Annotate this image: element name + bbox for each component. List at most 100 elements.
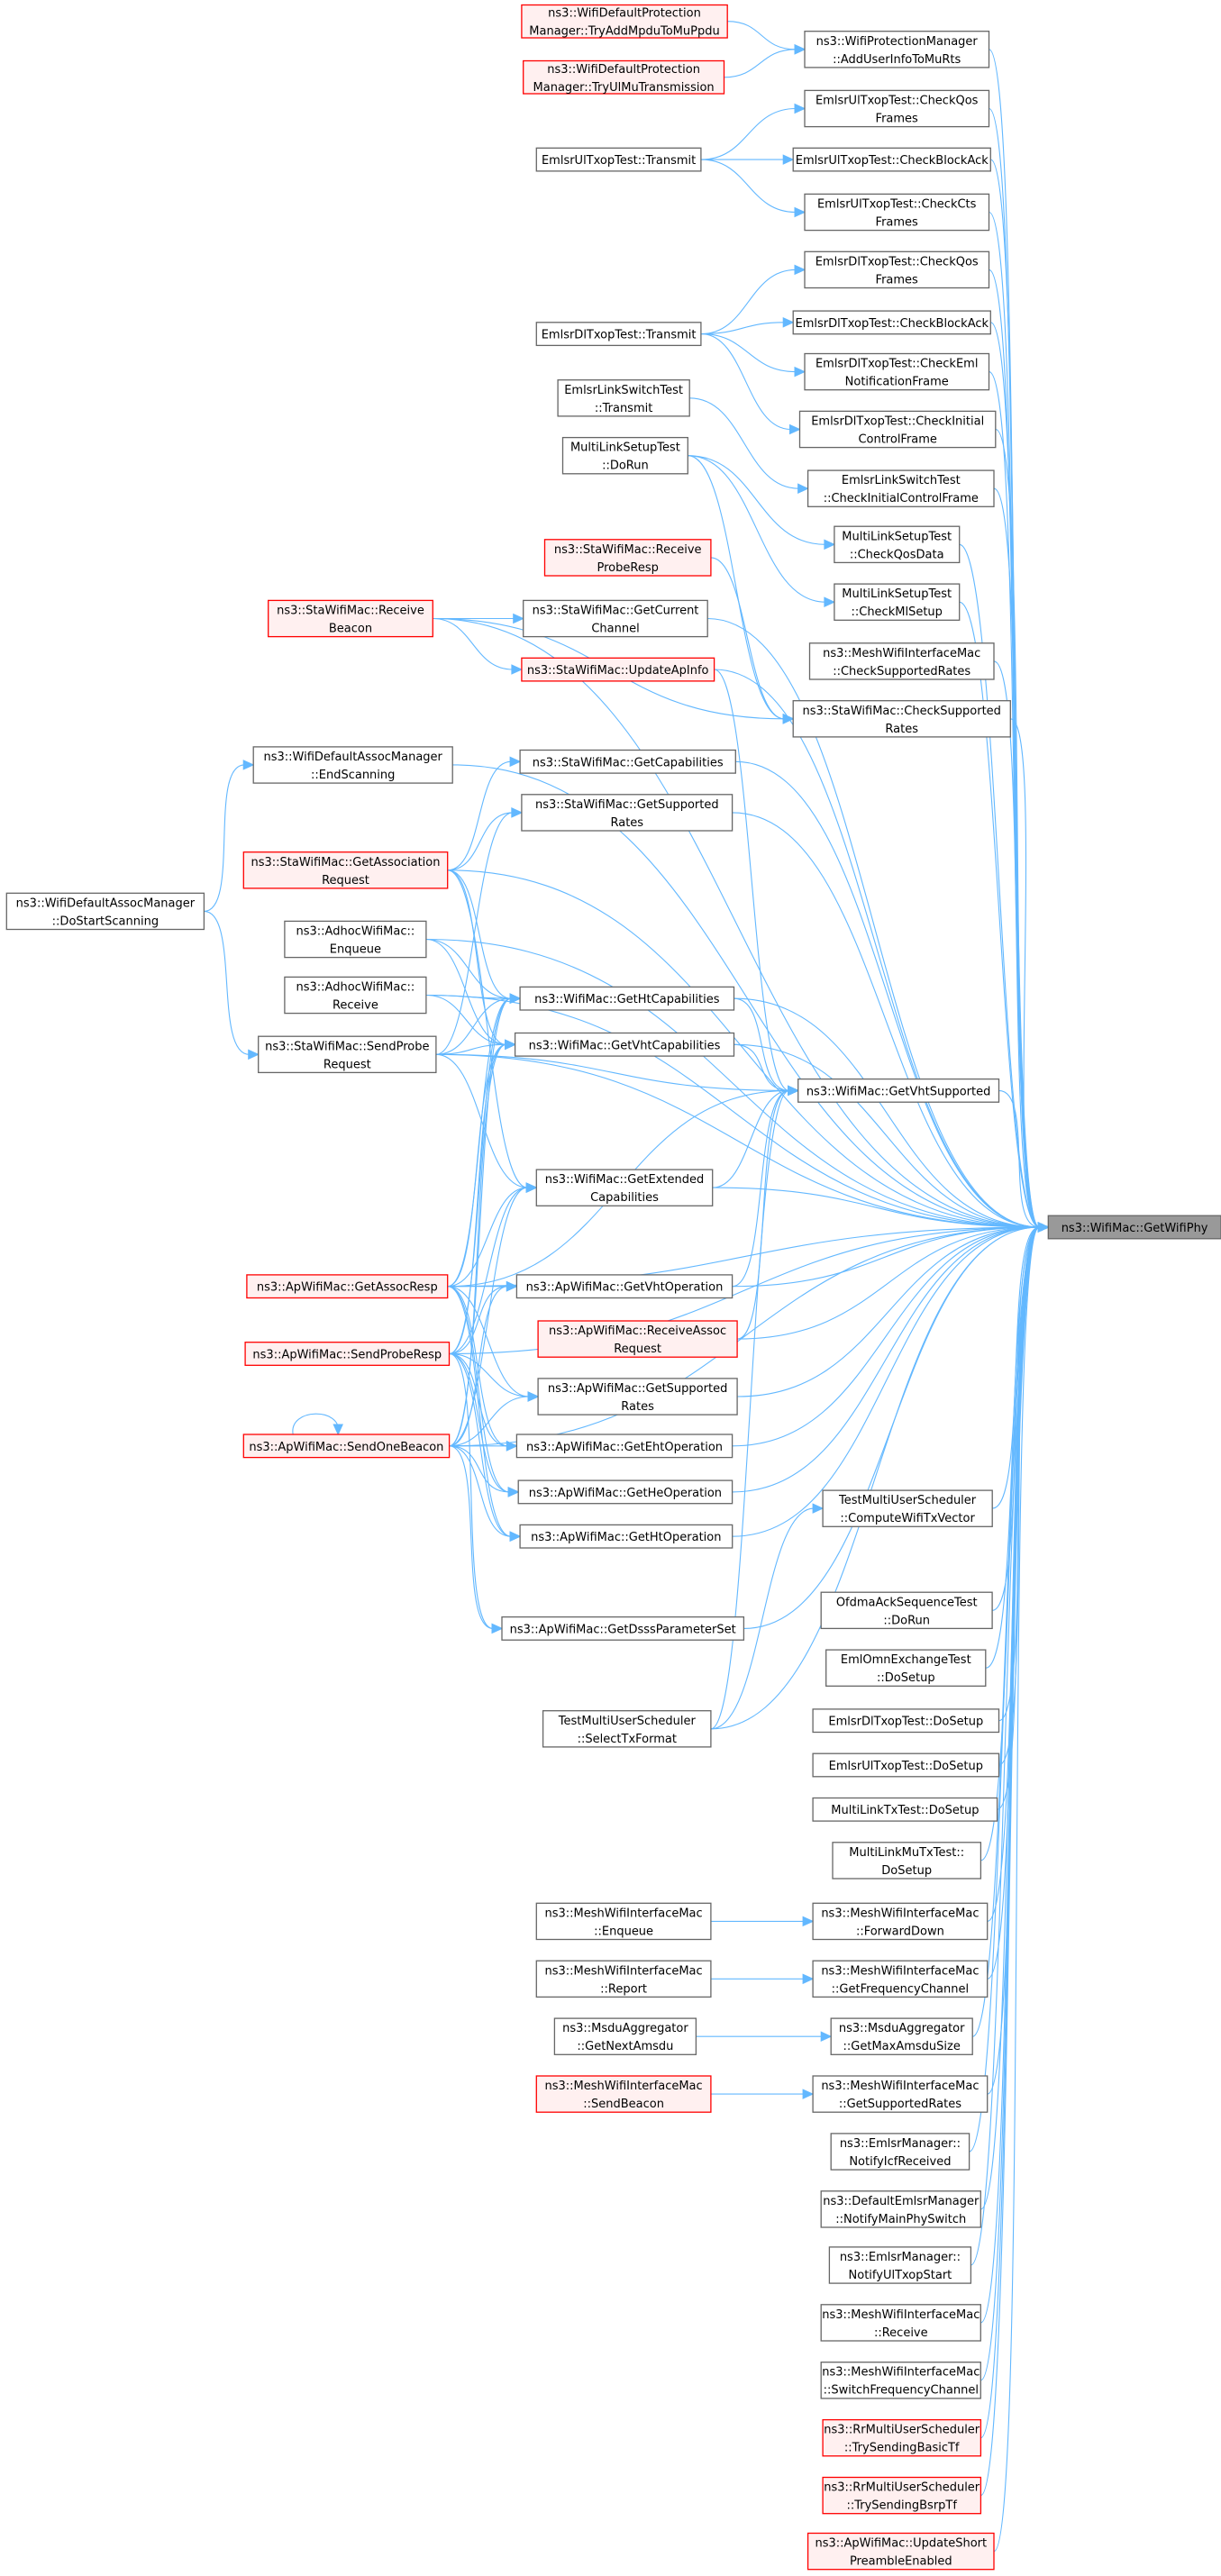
node-try-ul-mu[interactable]: ns3::WifiDefaultProtectionManager::TryUl… bbox=[523, 59, 725, 95]
node-mlmutx-setup[interactable]: MultiLinkMuTxTest::DoSetup bbox=[832, 1842, 982, 1880]
node-add-user-info[interactable]: ns3::WifiProtectionManager::AddUserInfoT… bbox=[804, 31, 990, 68]
node-ap-get-ht-op[interactable]: ns3::ApWifiMac::GetHtOperation bbox=[519, 1524, 734, 1549]
node-label: ::DoRun bbox=[883, 1614, 930, 1627]
node-ap-get-assoc-resp[interactable]: ns3::ApWifiMac::GetAssocResp bbox=[246, 1274, 449, 1299]
edge-line bbox=[1010, 718, 1040, 1228]
node-dl-check-ba[interactable]: EmlsrDlTxopTest::CheckBlockAck bbox=[792, 310, 991, 335]
node-ap-get-eht-op[interactable]: ns3::ApWifiMac::GetEhtOperation bbox=[515, 1434, 734, 1459]
node-rr-basic-tf[interactable]: ns3::RrMultiUserScheduler::TrySendingBas… bbox=[822, 2418, 982, 2457]
edge-dl-transmit-to-dl-check-eml bbox=[700, 333, 806, 378]
node-tmus-select[interactable]: TestMultiUserScheduler::SelectTxFormat bbox=[542, 1710, 712, 1748]
node-label: Manager::TryAddMpduToMuPpdu bbox=[529, 25, 719, 39]
arrowhead-icon bbox=[509, 1531, 522, 1542]
arrowhead-icon bbox=[333, 1424, 343, 1436]
node-dl-check-icf[interactable]: EmlsrDlTxopTest::CheckInitialControlFram… bbox=[798, 410, 997, 449]
node-box bbox=[830, 2017, 973, 2055]
node-adhoc-receive[interactable]: ns3::AdhocWifiMac::Receive bbox=[284, 976, 427, 1015]
arrowhead-icon bbox=[511, 664, 524, 675]
node-end-scanning[interactable]: ns3::WifiDefaultAssocManager::EndScannin… bbox=[252, 746, 453, 784]
edge-sta-recv-probe-to-sta-check-rates bbox=[710, 557, 795, 724]
node-box bbox=[521, 794, 734, 832]
node-mesh-get-freq[interactable]: ns3::MeshWifiInterfaceMac::GetFrequencyC… bbox=[812, 1960, 989, 1998]
node-ul-check-ba[interactable]: EmlsrUlTxopTest::CheckBlockAck bbox=[792, 147, 991, 172]
node-adhoc-enqueue[interactable]: ns3::AdhocWifiMac::Enqueue bbox=[284, 920, 427, 959]
node-label: PreambleEnabled bbox=[850, 2555, 952, 2569]
node-emlsr-ul-txop[interactable]: ns3::EmlsrManager::NotifyUlTxopStart bbox=[828, 2246, 972, 2284]
node-try-add-mpdu[interactable]: ns3::WifiDefaultProtectionManager::TryAd… bbox=[521, 4, 728, 39]
node-label: ::SelectTxFormat bbox=[578, 1733, 677, 1746]
node-ap-send-beacon[interactable]: ns3::ApWifiMac::SendOneBeacon bbox=[242, 1434, 451, 1459]
node-get-ht-caps[interactable]: ns3::WifiMac::GetHtCapabilities bbox=[519, 986, 735, 1011]
node-label: TestMultiUserScheduler bbox=[558, 1715, 697, 1728]
node-sta-check-rates[interactable]: ns3::StaWifiMac::CheckSupportedRates bbox=[792, 700, 1011, 738]
node-sta-get-rates[interactable]: ns3::StaWifiMac::GetSupportedRates bbox=[521, 794, 734, 832]
node-msdu-max[interactable]: ns3::MsduAggregator::GetMaxAmsduSize bbox=[830, 2017, 973, 2055]
node-ap-get-dsss[interactable]: ns3::ApWifiMac::GetDsssParameterSet bbox=[501, 1616, 745, 1641]
arrowhead-icon bbox=[782, 317, 795, 328]
node-box bbox=[535, 1902, 712, 1941]
node-mesh-send-beacon[interactable]: ns3::MeshWifiInterfaceMac::SendBeacon bbox=[535, 2075, 712, 2113]
node-emlsr-icf[interactable]: ns3::EmlsrManager::NotifyIcfReceived bbox=[830, 2133, 970, 2171]
node-label: ns3::WifiDefaultAssocManager bbox=[16, 897, 196, 910]
node-get-vht-caps[interactable]: ns3::WifiMac::GetVhtCapabilities bbox=[514, 1032, 735, 1057]
node-label: ::TrySendingBasicTf bbox=[844, 2442, 960, 2455]
node-def-emlsr-switch[interactable]: ns3::DefaultEmlsrManager::NotifyMainPhyS… bbox=[820, 2190, 981, 2228]
edge-line bbox=[204, 910, 250, 1055]
node-ul-do-setup[interactable]: EmlsrUlTxopTest::DoSetup bbox=[812, 1752, 1000, 1778]
node-rr-bsrp-tf[interactable]: ns3::RrMultiUserScheduler::TrySendingBsr… bbox=[822, 2476, 982, 2515]
node-ap-get-vht-op[interactable]: ns3::ApWifiMac::GetVhtOperation bbox=[515, 1274, 734, 1299]
node-ofdma-do-run[interactable]: OfdmaAckSequenceTest::DoRun bbox=[820, 1591, 993, 1630]
node-mls-check-ml[interactable]: MultiLinkSetupTest::CheckMlSetup bbox=[834, 583, 961, 621]
node-box bbox=[797, 1078, 1000, 1103]
node-ls-check-icf[interactable]: EmlsrLinkSwitchTest::CheckInitialControl… bbox=[806, 469, 995, 507]
focus-node[interactable]: ns3::WifiMac::GetWifiPhy bbox=[1047, 1215, 1221, 1240]
node-mesh-report[interactable]: ns3::MeshWifiInterfaceMac::Report bbox=[535, 1960, 712, 1998]
node-get-vht-supported[interactable]: ns3::WifiMac::GetVhtSupported bbox=[797, 1078, 1000, 1103]
arrowhead-icon bbox=[802, 1916, 815, 1927]
node-label: ns3::ApWifiMac::UpdateShort bbox=[815, 2537, 987, 2551]
node-mltx-setup[interactable]: MultiLinkTxTest::DoSetup bbox=[812, 1797, 998, 1822]
node-mls-do-run[interactable]: MultiLinkSetupTest::DoRun bbox=[561, 436, 688, 475]
node-tmus-compute[interactable]: TestMultiUserScheduler::ComputeWifiTxVec… bbox=[822, 1489, 993, 1527]
node-ap-send-probe-resp[interactable]: ns3::ApWifiMac::SendProbeResp bbox=[244, 1342, 451, 1366]
node-dl-transmit[interactable]: EmlsrDlTxopTest::Transmit bbox=[535, 322, 702, 347]
edge-msdu-next-to-msdu-max bbox=[696, 2031, 833, 2042]
node-box bbox=[828, 2246, 972, 2284]
node-label: Capabilities bbox=[590, 1191, 659, 1205]
node-do-start-scan[interactable]: ns3::WifiDefaultAssocManager::DoStartSca… bbox=[5, 892, 205, 931]
node-msdu-next[interactable]: ns3::MsduAggregator::GetNextAmsdu bbox=[553, 2017, 697, 2055]
node-sta-update-ap[interactable]: ns3::StaWifiMac::UpdateApInfo bbox=[521, 657, 715, 682]
edge-sta-recv-beacon-to-sta-update-ap bbox=[433, 617, 524, 675]
node-mesh-check-rates[interactable]: ns3::MeshWifiInterfaceMac::CheckSupporte… bbox=[808, 642, 995, 680]
node-label: ::Receive bbox=[874, 2326, 928, 2340]
node-label: NotifyIcfReceived bbox=[849, 2155, 951, 2169]
node-ap-get-rates[interactable]: ns3::ApWifiMac::GetSupportedRates bbox=[537, 1378, 738, 1415]
node-ap-update-preamble[interactable]: ns3::ApWifiMac::UpdateShortPreambleEnabl… bbox=[806, 2532, 995, 2571]
node-ul-transmit[interactable]: EmlsrUlTxopTest::Transmit bbox=[535, 147, 702, 172]
edge-mesh-report-to-mesh-get-freq bbox=[710, 1973, 815, 1985]
node-mls-check-qos[interactable]: MultiLinkSetupTest::CheckQosData bbox=[834, 525, 961, 564]
node-ap-get-he-op[interactable]: ns3::ApWifiMac::GetHeOperation bbox=[517, 1479, 734, 1505]
node-eml-omn-setup[interactable]: EmlOmnExchangeTest::DoSetup bbox=[825, 1649, 987, 1687]
node-mesh-enqueue[interactable]: ns3::MeshWifiInterfaceMac::Enqueue bbox=[535, 1902, 712, 1941]
node-mesh-receive[interactable]: ns3::MeshWifiInterfaceMac::Receive bbox=[820, 2304, 981, 2342]
node-ls-transmit[interactable]: EmlsrLinkSwitchTest::Transmit bbox=[557, 379, 690, 417]
node-sta-get-caps[interactable]: ns3::StaWifiMac::GetCapabilities bbox=[519, 749, 736, 774]
node-dl-check-eml[interactable]: EmlsrDlTxopTest::CheckEmlNotificationFra… bbox=[804, 352, 990, 391]
node-mesh-fwd-down[interactable]: ns3::MeshWifiInterfaceMac::ForwardDown bbox=[812, 1902, 989, 1941]
node-mesh-switch-freq[interactable]: ns3::MeshWifiInterfaceMac::SwitchFrequen… bbox=[820, 2362, 981, 2399]
node-dl-do-setup[interactable]: EmlsrDlTxopTest::DoSetup bbox=[812, 1708, 1000, 1734]
node-box bbox=[820, 2190, 981, 2228]
node-mesh-get-rates[interactable]: ns3::MeshWifiInterfaceMac::GetSupportedR… bbox=[812, 2075, 989, 2113]
node-label: ns3::MeshWifiInterfaceMac bbox=[821, 1907, 979, 1920]
